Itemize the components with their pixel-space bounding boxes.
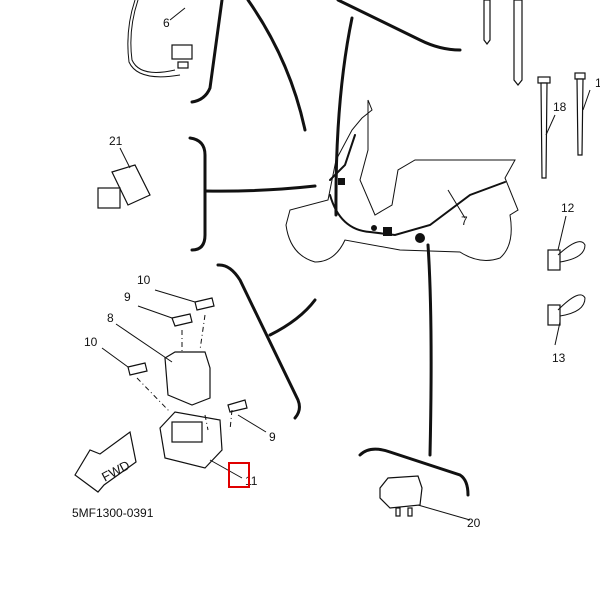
- group-brackets: [188, 0, 470, 497]
- callout-20[interactable]: 20: [467, 516, 481, 530]
- callout-9-right[interactable]: 9: [269, 430, 276, 444]
- callout-10-left[interactable]: 10: [84, 335, 98, 349]
- part-21-relay: [97, 147, 151, 209]
- part-20-relay: [379, 475, 471, 521]
- callout-11[interactable]: 11: [245, 474, 258, 488]
- callout-19-partial[interactable]: 1: [595, 76, 600, 90]
- callout-18[interactable]: 18: [553, 100, 567, 114]
- fuse-box-assembly: [101, 289, 267, 479]
- clamps: [547, 215, 586, 346]
- callout-10-top[interactable]: 10: [137, 273, 151, 287]
- callout-12[interactable]: 12: [561, 201, 575, 215]
- diagram-part-code: 5MF1300-0391: [72, 506, 154, 520]
- callout-9-top[interactable]: 9: [124, 290, 131, 304]
- scooter-outline: [285, 99, 519, 263]
- callout-6[interactable]: 6: [163, 16, 170, 30]
- callout-21[interactable]: 21: [109, 134, 123, 148]
- part-6-sub-harness: [127, 0, 193, 78]
- forward-direction-arrow: FWD: [74, 430, 137, 493]
- cable-ties: [483, 0, 591, 179]
- callout-7[interactable]: 7: [461, 214, 468, 228]
- callout-13[interactable]: 13: [552, 351, 566, 365]
- highlight-box: [228, 462, 250, 488]
- callout-8[interactable]: 8: [107, 311, 114, 325]
